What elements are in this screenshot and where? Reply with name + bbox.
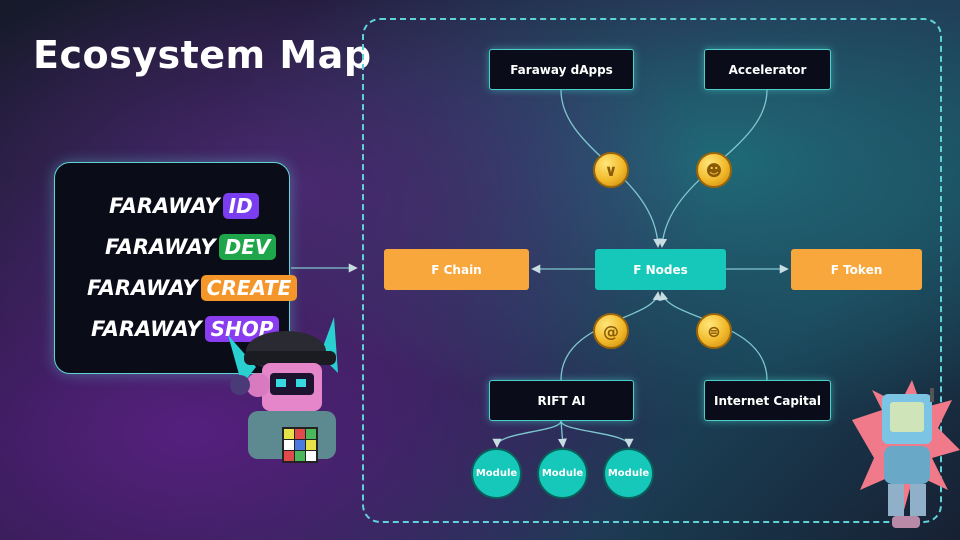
node-module-2[interactable]: Module [537,448,588,499]
wire-rift-to-module-2 [557,420,567,448]
node-faraway-dapps[interactable]: Faraway dApps [489,49,634,90]
node-rift-ai[interactable]: RIFT AI [489,380,634,421]
robot-mascot-monitor-icon [852,380,960,528]
brand-faraway-shop[interactable]: FARAWAY SHOP [91,316,280,342]
node-accelerator[interactable]: Accelerator [704,49,831,90]
node-f-token[interactable]: F Token [791,249,922,290]
wire-rift-to-module-1 [492,420,562,448]
page-title: Ecosystem Map [33,33,372,77]
node-module-3[interactable]: Module [603,448,654,499]
ecosystem-frame [362,18,942,523]
globe-coin-icon: ⊜ [696,313,732,349]
brand-faraway-create[interactable]: FARAWAY CREATE [87,275,298,301]
brand-word: FARAWAY [109,194,220,218]
brand-tag: CREATE [200,275,298,301]
brand-word: FARAWAY [105,235,216,259]
brand-tag: ID [222,193,259,219]
node-f-nodes[interactable]: F Nodes [595,249,726,290]
faraway-brands-panel: FARAWAY ID FARAWAY DEV FARAWAY CREATE FA… [54,162,298,374]
wire-rift-to-module-3 [560,420,634,448]
node-f-chain[interactable]: F Chain [384,249,529,290]
chevron-coin-icon: ∨ [593,152,629,188]
portrait-coin-icon: ☻ [696,152,732,188]
brand-faraway-id[interactable]: FARAWAY ID [109,193,259,219]
brand-tag: DEV [218,234,277,260]
node-internet-capital[interactable]: Internet Capital [704,380,831,421]
node-module-1[interactable]: Module [471,448,522,499]
spiral-coin-icon: @ [593,313,629,349]
brand-word: FARAWAY [91,317,202,341]
robot-mascot-cap-icon [228,317,338,463]
brand-word: FARAWAY [87,276,198,300]
brand-faraway-dev[interactable]: FARAWAY DEV [105,234,277,260]
